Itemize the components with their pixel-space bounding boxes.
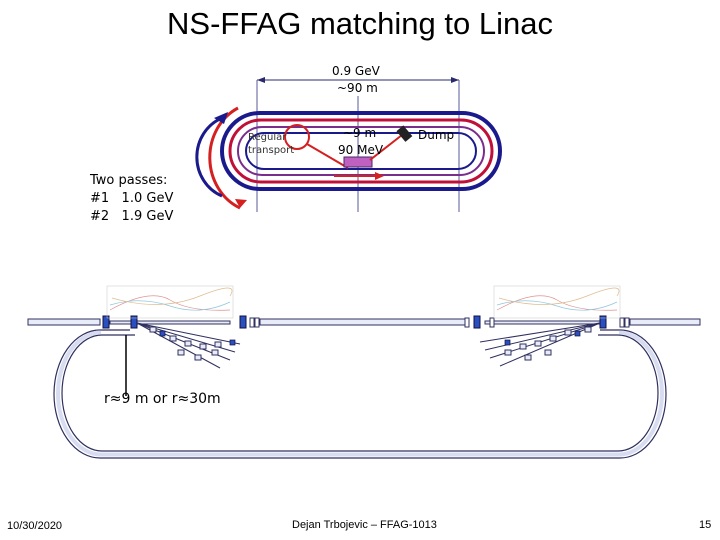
- page-title: NS-FFAG matching to Linac: [167, 6, 553, 41]
- linac-block: [343, 156, 373, 168]
- injector-length-label: ~9 m: [343, 126, 377, 140]
- dump-icon: [369, 125, 413, 161]
- straight-sections: [27, 318, 701, 326]
- right-envelope-plot: [493, 285, 621, 319]
- injector-energy-label: 90 MeV: [338, 143, 384, 157]
- length-dimension-line: [257, 77, 459, 83]
- ffag-ring-fill: [56, 330, 664, 457]
- pass-1: #1 1.0 GeV: [90, 191, 174, 206]
- page-number: 15: [699, 519, 712, 531]
- radius-label: r≈9 m or r≈30m: [104, 391, 221, 407]
- left-envelope-plot: [106, 285, 234, 319]
- footer-author: Dejan Trbojevic – FFAG-1013: [292, 519, 437, 531]
- injection-arrows: [195, 106, 247, 210]
- length-energy-label: 0.9 GeV: [332, 64, 380, 78]
- pass-2: #2 1.9 GeV: [90, 209, 174, 224]
- passes-text: Two passes: #1 1.0 GeV #2 1.9 GeV: [90, 172, 173, 226]
- splitter-dipoles: [159, 330, 581, 346]
- splitter-magnets: [149, 326, 592, 361]
- straight-magnets: [102, 315, 607, 329]
- length-label: ~90 m: [337, 81, 378, 95]
- linac-arrow: [334, 172, 384, 180]
- footer-date: 10/30/2020: [7, 520, 63, 532]
- passes-heading: Two passes:: [90, 173, 168, 188]
- ffag-ring: [53, 329, 667, 459]
- regular-transport-label: Regular transport: [248, 132, 295, 156]
- straight-markers: [249, 317, 630, 328]
- dump-label: Dump: [418, 128, 455, 142]
- regular-transport-path: [284, 124, 349, 169]
